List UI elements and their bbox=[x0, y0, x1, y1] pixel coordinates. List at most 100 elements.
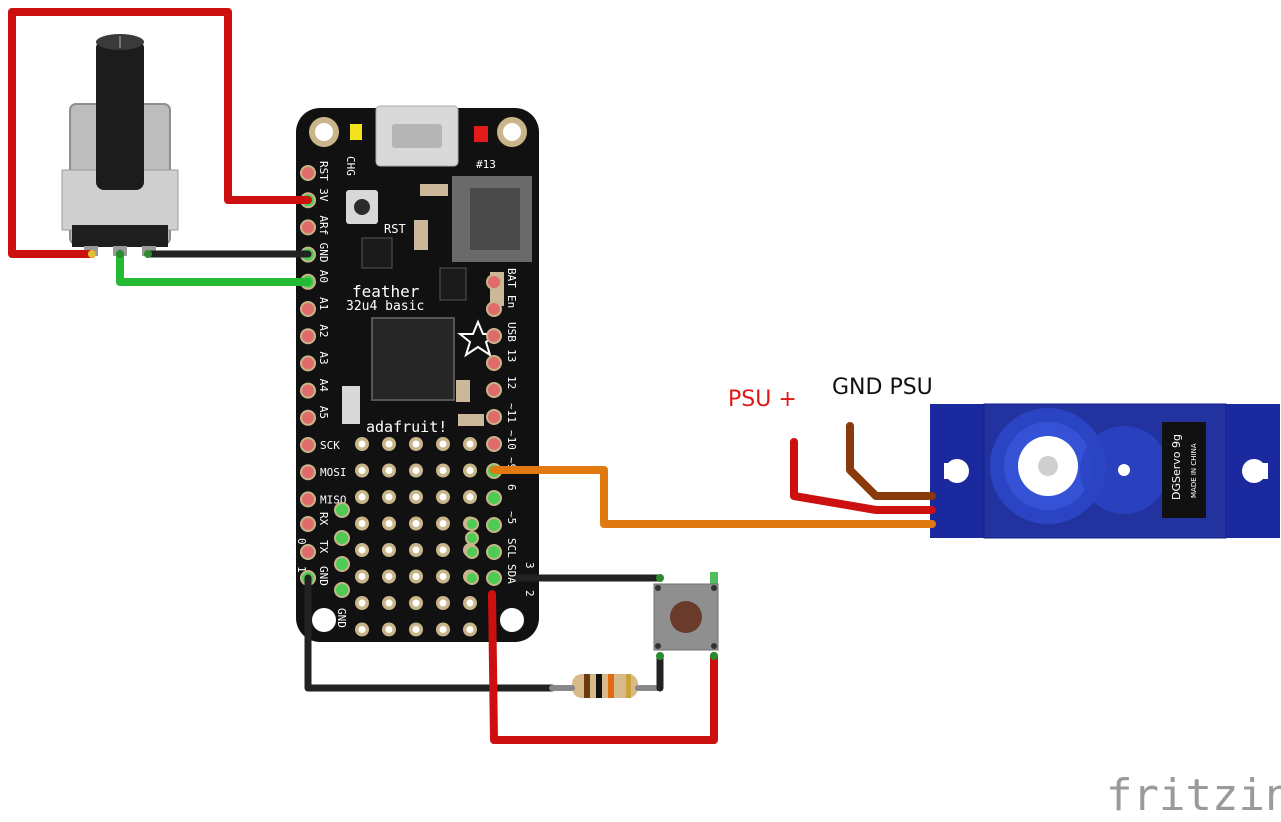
proto-hole-center bbox=[358, 546, 366, 554]
proto-pad-green bbox=[465, 531, 479, 545]
proto-hole-center bbox=[439, 440, 447, 448]
wire-gnd-psu-brown bbox=[846, 422, 936, 500]
proto-hole-center bbox=[439, 573, 447, 580]
left-pin-label: A3 bbox=[317, 351, 330, 364]
proto-hole-center bbox=[412, 546, 420, 554]
left-pin-label: GND bbox=[317, 243, 330, 263]
left-pin-pad[interactable] bbox=[300, 219, 316, 236]
left-pin-pad[interactable] bbox=[300, 437, 316, 453]
proto-pad-green bbox=[465, 545, 479, 559]
board-name: feather bbox=[352, 282, 420, 301]
left-pin-label: ARf bbox=[317, 215, 330, 235]
left-pin-label: A2 bbox=[317, 324, 330, 337]
mount-hole bbox=[497, 117, 527, 147]
proto-hole-center bbox=[412, 440, 420, 448]
pin-label-d0: 0 bbox=[295, 538, 308, 545]
left-pin-label: A5 bbox=[317, 406, 330, 419]
proto-hole-center bbox=[466, 626, 474, 633]
wire-psu-plus-red bbox=[790, 438, 936, 514]
proto-pad-green bbox=[465, 517, 479, 531]
right-pin-pad[interactable] bbox=[486, 274, 502, 290]
left-pin-label: A0 bbox=[317, 270, 330, 283]
right-pin-label: 12 bbox=[505, 376, 518, 389]
resistor[interactable] bbox=[572, 674, 638, 698]
right-pin-pad[interactable] bbox=[486, 382, 502, 398]
label-gnd-psu: GND PSU bbox=[832, 375, 933, 400]
left-pin-pad[interactable] bbox=[300, 491, 316, 508]
left-pin-label: A4 bbox=[317, 379, 330, 393]
proto-hole-center bbox=[412, 493, 420, 501]
proto-hole-center bbox=[439, 520, 447, 527]
servo-motor[interactable]: DGServo 9g MADE IN CHINA bbox=[930, 403, 1280, 539]
right-pin-label: 13 bbox=[505, 349, 518, 362]
led-13 bbox=[474, 126, 488, 142]
left-pin-label: A1 bbox=[317, 297, 330, 310]
left-pin-pad[interactable] bbox=[300, 328, 316, 345]
proto-hole-center bbox=[358, 493, 366, 501]
right-pin-label: SCL bbox=[505, 538, 518, 558]
wire-3v-button-red bbox=[488, 590, 718, 744]
proto-hole-center bbox=[439, 467, 447, 474]
left-pin-pad[interactable] bbox=[300, 409, 316, 426]
right-pin-label: ~5 bbox=[505, 511, 518, 524]
right-pin-label: ~10 bbox=[505, 430, 518, 450]
left-pin-pad[interactable] bbox=[300, 355, 316, 372]
potentiometer[interactable] bbox=[61, 34, 179, 256]
left-pin-pad[interactable] bbox=[300, 464, 316, 481]
push-button[interactable] bbox=[653, 572, 719, 651]
right-pin-pad[interactable] bbox=[486, 355, 502, 371]
proto-hole-center bbox=[358, 520, 366, 527]
left-pin-label: SCK bbox=[320, 439, 340, 452]
left-pin-pad[interactable] bbox=[300, 382, 316, 399]
proto-hole-center bbox=[412, 573, 420, 580]
right-pin-pad[interactable] bbox=[486, 409, 502, 425]
proto-hole-center bbox=[412, 520, 420, 527]
fritzing-watermark: fritzing bbox=[1106, 770, 1281, 821]
proto-hole-center bbox=[358, 573, 366, 580]
right-pin-pad[interactable] bbox=[486, 570, 502, 586]
left-pin-pad[interactable] bbox=[300, 544, 316, 560]
mount-hole bbox=[500, 608, 524, 632]
right-pin-label: SDA bbox=[505, 564, 518, 584]
right-pin-pad[interactable] bbox=[486, 328, 502, 344]
proto-hole-center bbox=[358, 440, 366, 448]
proto-hole-center bbox=[412, 467, 420, 474]
right-pin-pad[interactable] bbox=[486, 301, 502, 317]
proto-pad-green bbox=[334, 556, 350, 572]
right-pin-pad[interactable] bbox=[486, 490, 502, 506]
wire-servo-signal-orange bbox=[490, 466, 936, 528]
left-pin-label: MOSI bbox=[320, 466, 347, 479]
wire-pot-3v-red bbox=[8, 8, 312, 258]
right-pin-pad[interactable] bbox=[486, 544, 502, 560]
mount-hole bbox=[309, 117, 339, 147]
right-pin-pad[interactable] bbox=[486, 517, 502, 533]
right-pin-label: 6 bbox=[505, 484, 518, 491]
chg-led bbox=[350, 124, 362, 140]
proto-hole-center bbox=[439, 546, 447, 554]
right-pin-label: BAT bbox=[505, 268, 518, 288]
proto-hole-center bbox=[358, 467, 366, 474]
prototype-grid bbox=[334, 437, 479, 637]
proto-hole-center bbox=[466, 599, 474, 607]
proto-hole-center bbox=[385, 599, 393, 607]
proto-hole-center bbox=[385, 520, 393, 527]
servo-model: DGServo 9g bbox=[1170, 434, 1183, 500]
left-pin-pad[interactable] bbox=[300, 165, 316, 181]
proto-hole-center bbox=[439, 493, 447, 501]
left-pin-pad[interactable] bbox=[300, 301, 316, 317]
proto-hole-center bbox=[439, 626, 447, 633]
left-pin-label: GND bbox=[317, 566, 330, 586]
mcu-chip bbox=[371, 317, 455, 401]
right-pin-label: ~11 bbox=[505, 403, 518, 423]
left-pin-pad[interactable] bbox=[300, 516, 316, 532]
feather-board[interactable]: feather 32u4 basic adafruit! CHG RST #13… bbox=[295, 105, 539, 642]
pin-label-gnd-bottom: GND bbox=[335, 608, 348, 628]
wire-gnd-resistor-black bbox=[304, 574, 556, 692]
right-pin-label: En bbox=[505, 295, 518, 308]
left-pin-label: 3V bbox=[317, 188, 330, 202]
proto-hole-center bbox=[358, 626, 366, 633]
proto-pad-green bbox=[334, 502, 350, 518]
right-pin-pad[interactable] bbox=[486, 436, 502, 452]
servo-label-plate bbox=[1162, 422, 1206, 518]
